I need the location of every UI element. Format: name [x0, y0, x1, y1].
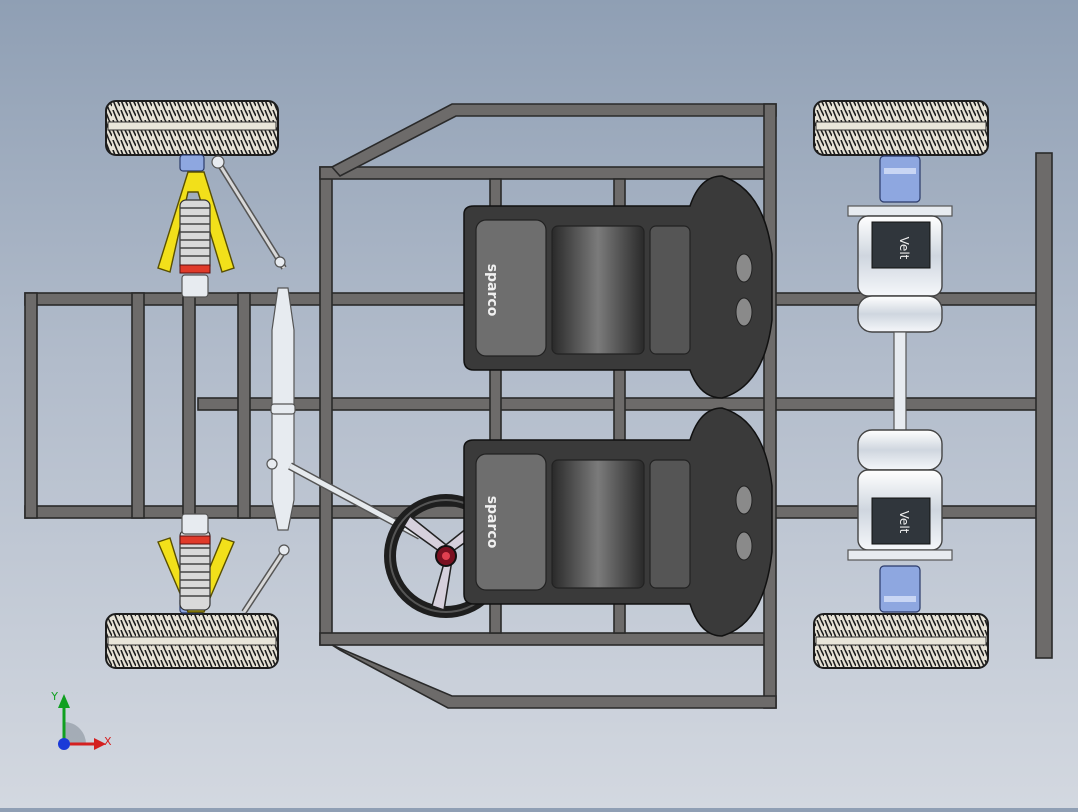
- rear-motor-top: Velt: [847, 155, 953, 433]
- steering-rack: [266, 287, 422, 540]
- rear-motor-bottom: Velt: [847, 429, 953, 613]
- x-axis-label: X: [104, 735, 112, 748]
- motor-label: Velt: [897, 511, 911, 534]
- coordinate-triad[interactable]: Y X: [50, 690, 112, 750]
- y-axis-label: Y: [50, 690, 58, 703]
- seat-brand-label: sparco: [484, 264, 500, 317]
- chassis-frame: [24, 103, 1053, 709]
- front-suspension-right: [157, 513, 290, 614]
- rear-left-wheel: [813, 100, 989, 156]
- front-suspension-left: [157, 154, 287, 298]
- rear-right-wheel: [813, 613, 989, 669]
- motor-label: Velt: [897, 237, 911, 260]
- seat-brand-label: sparco: [484, 496, 500, 549]
- seat-top: sparco: [463, 175, 773, 399]
- front-right-wheel: [105, 613, 279, 669]
- seat-bottom: sparco: [463, 407, 773, 637]
- front-left-wheel: [105, 100, 279, 156]
- origin-dot: [58, 738, 70, 750]
